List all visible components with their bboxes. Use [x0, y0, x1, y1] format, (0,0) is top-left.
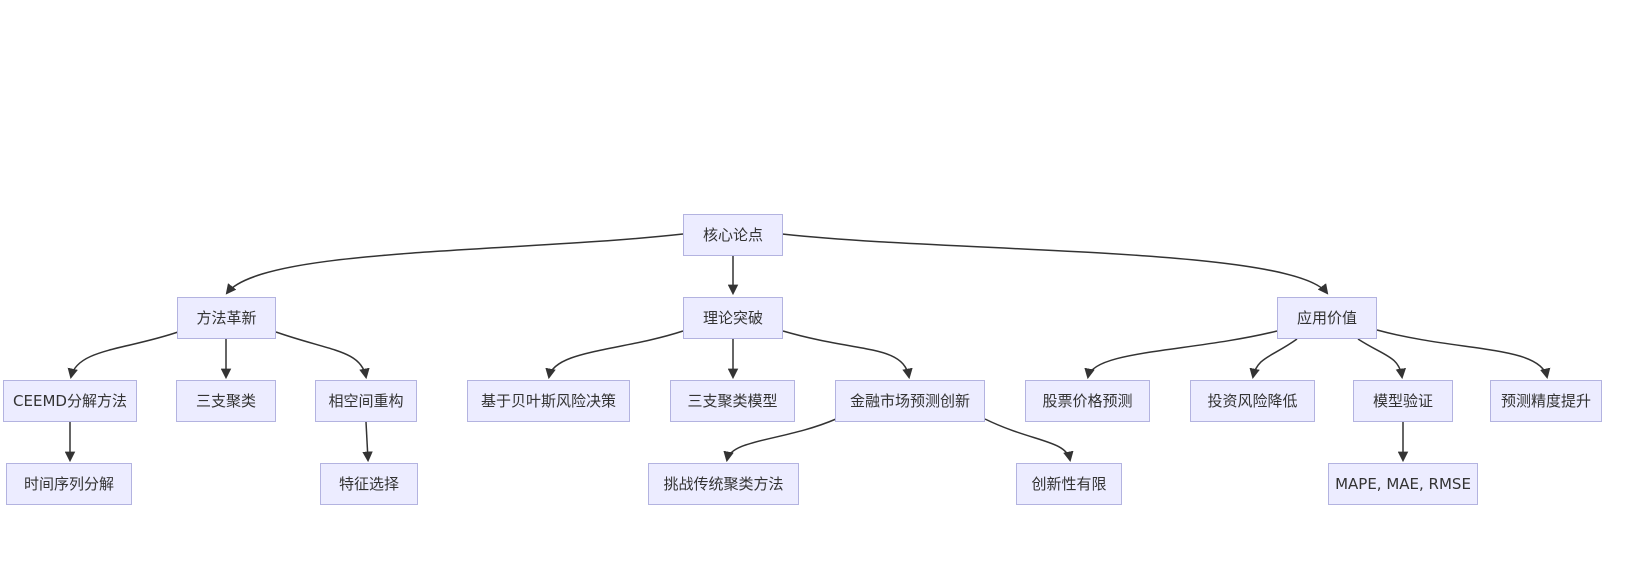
- edge-application-to-accuracy: [1376, 329, 1551, 380]
- node-stock-price-prediction: 股票价格预测: [1025, 380, 1150, 422]
- edge-application-to-validation: [1357, 338, 1407, 380]
- edge-application-to-stock: [1084, 330, 1278, 380]
- node-application-value: 应用价值: [1277, 297, 1377, 339]
- node-investment-risk-reduction: 投资风险降低: [1190, 380, 1315, 422]
- edge-method-to-ceemd: [67, 331, 179, 380]
- edge-financial-to-challenge: [723, 418, 837, 463]
- edge-core-to-method: [225, 233, 684, 295]
- edge-method-to-phasespace: [275, 331, 370, 380]
- node-prediction-accuracy: 预测精度提升: [1490, 380, 1602, 422]
- node-core-thesis: 核心论点: [683, 214, 783, 256]
- edge-application-to-risk: [1249, 338, 1298, 380]
- node-challenge-traditional-clustering: 挑战传统聚类方法: [648, 463, 799, 505]
- node-financial-market-prediction: 金融市场预测创新: [835, 380, 985, 422]
- edge-financial-to-novelty: [984, 418, 1074, 463]
- node-evaluation-metrics: MAPE, MAE, RMSE: [1328, 463, 1478, 505]
- node-theory-breakthrough: 理论突破: [683, 297, 783, 339]
- node-three-way-clustering: 三支聚类: [176, 380, 276, 422]
- edge-core-to-application: [781, 233, 1329, 295]
- node-bayesian-risk-decision: 基于贝叶斯风险决策: [467, 380, 630, 422]
- node-three-way-clustering-model: 三支聚类模型: [670, 380, 795, 422]
- edge-theory-to-bayes: [545, 330, 684, 380]
- node-time-series-decomposition: 时间序列分解: [6, 463, 132, 505]
- node-feature-selection: 特征选择: [320, 463, 418, 505]
- node-ceemd-decomposition: CEEMD分解方法: [3, 380, 137, 422]
- edge-phasespace-to-feature: [362, 421, 373, 463]
- node-method-innovation: 方法革新: [177, 297, 276, 339]
- node-phase-space-reconstruction: 相空间重构: [315, 380, 417, 422]
- edge-theory-to-financial: [782, 330, 913, 380]
- node-model-validation: 模型验证: [1353, 380, 1453, 422]
- node-limited-novelty: 创新性有限: [1016, 463, 1122, 505]
